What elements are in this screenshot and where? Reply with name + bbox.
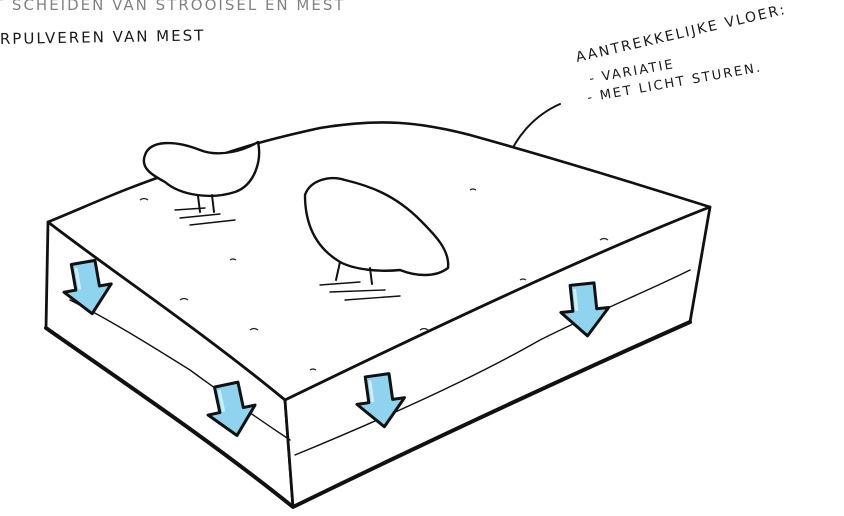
- callout: AANTREKKELIJKE VLOER: - VARIATIE - MET L…: [494, 2, 788, 175]
- callout-title: AANTREKKELIJKE VLOER:: [574, 2, 788, 66]
- top-annotation-partial: T SCHEIDEN VAN STROOISEL EN MEST: [0, 0, 346, 14]
- top-annotation-line: RPULVEREN VAN MEST: [0, 26, 205, 48]
